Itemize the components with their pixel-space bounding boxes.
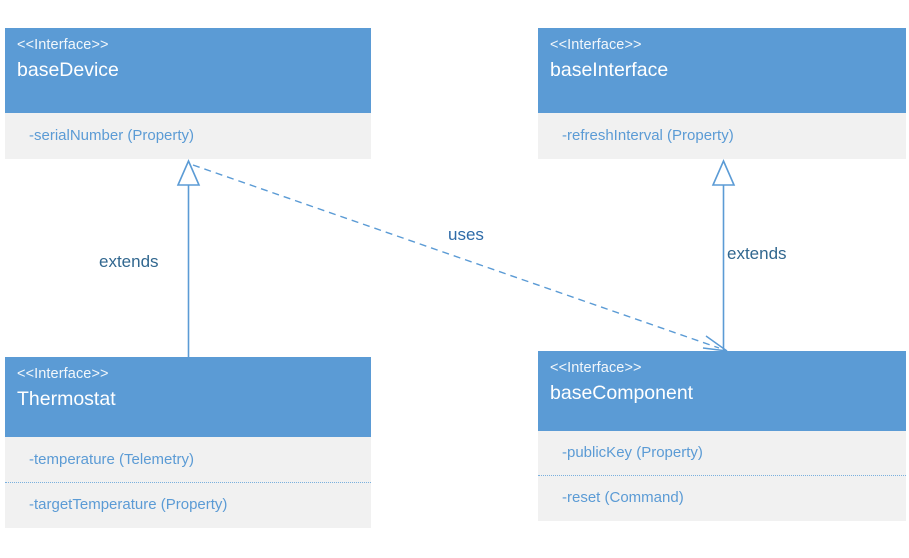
uml-class-header: <<Interface>> baseComponent: [538, 351, 906, 431]
uml-member-row: -refreshInterval (Property): [562, 127, 734, 144]
uml-class-baseinterface[interactable]: <<Interface>> baseInterface -refreshInte…: [538, 28, 906, 159]
uml-stereotype: <<Interface>>: [550, 37, 642, 53]
uml-class-header: <<Interface>> baseInterface: [538, 28, 906, 113]
edge-label-extends-right: extends: [727, 244, 787, 263]
uml-class-name: baseComponent: [550, 382, 694, 404]
edge-label-extends-left: extends: [99, 252, 159, 271]
uml-class-thermostat[interactable]: <<Interface>> Thermostat -temperature (T…: [5, 357, 371, 528]
uml-class-header: <<Interface>> Thermostat: [5, 357, 371, 437]
uml-member-row: -publicKey (Property): [562, 444, 703, 461]
uml-stereotype: <<Interface>>: [550, 360, 642, 376]
uml-member-row: -targetTemperature (Property): [5, 482, 371, 527]
uml-stereotype: <<Interface>>: [17, 37, 109, 53]
hollow-triangle-arrowhead-icon: [176, 159, 201, 186]
uml-class-basecomponent[interactable]: <<Interface>> baseComponent -publicKey (…: [538, 351, 906, 521]
edge-line-uses: [192, 164, 720, 349]
uml-member-row: -serialNumber (Property): [29, 127, 195, 144]
edge-basecomponent-extends-baseinterface: [711, 159, 736, 351]
uml-class-header: <<Interface>> baseDevice: [5, 28, 371, 113]
uml-class-name: Thermostat: [17, 388, 116, 410]
uml-member-row: -reset (Command): [538, 475, 906, 519]
uml-class-basedevice[interactable]: <<Interface>> baseDevice -serialNumber (…: [5, 28, 371, 159]
uml-class-name: baseDevice: [17, 59, 119, 81]
uml-class-name: baseInterface: [550, 59, 669, 81]
uml-stereotype: <<Interface>>: [17, 366, 109, 382]
edge-basecomponent-uses-basedevice: [192, 164, 728, 352]
uml-class-members: -temperature (Telemetry) -targetTemperat…: [5, 437, 371, 528]
uml-class-members: -serialNumber (Property): [5, 113, 371, 159]
hollow-triangle-arrowhead-icon: [711, 159, 736, 186]
uml-member-row: -temperature (Telemetry): [29, 450, 195, 468]
edge-label-uses: uses: [448, 225, 484, 244]
uml-class-members: -publicKey (Property) -reset (Command): [538, 431, 906, 521]
uml-class-members: -refreshInterval (Property): [538, 113, 906, 159]
edge-thermostat-extends-basedevice: [176, 159, 201, 357]
